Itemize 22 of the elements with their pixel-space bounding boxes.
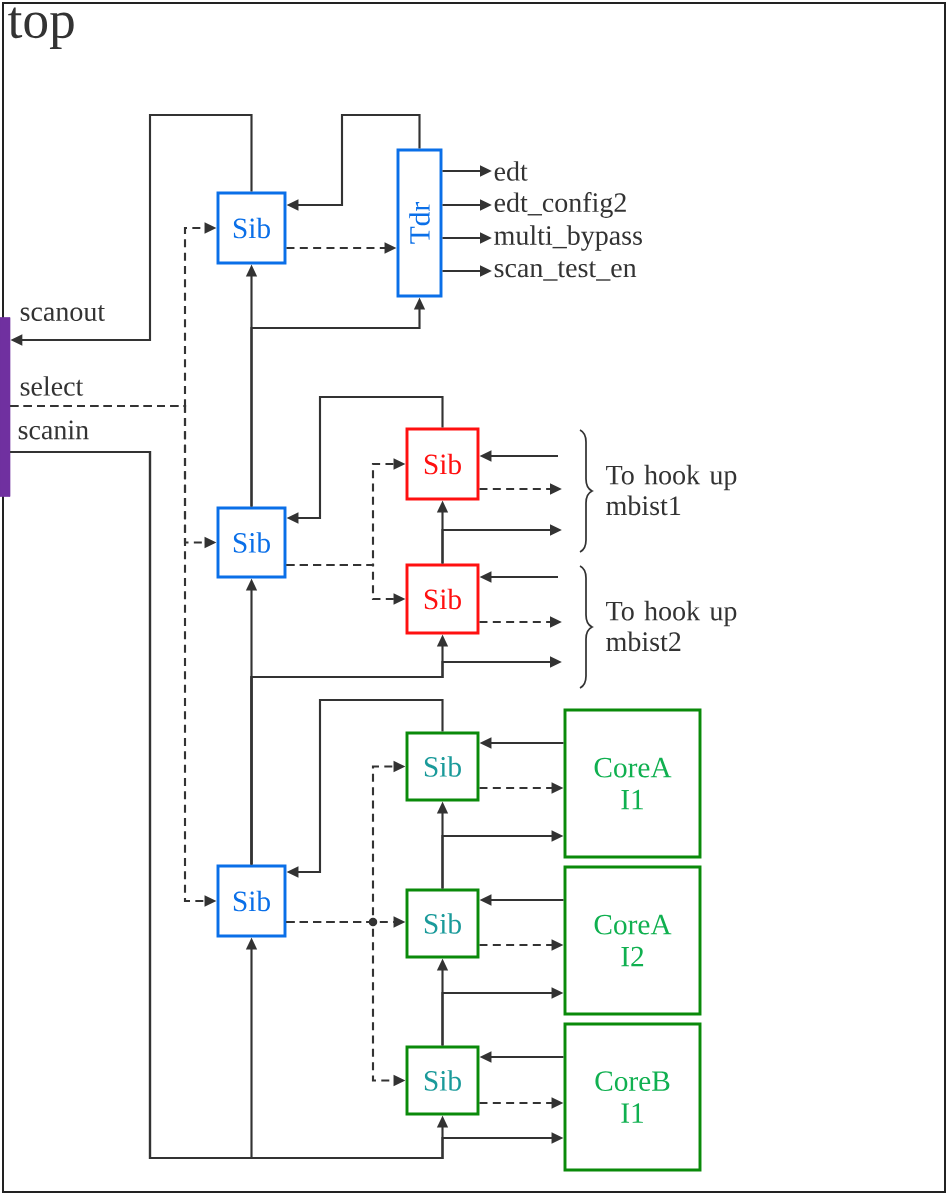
tdr-box: Tdr [396,148,443,298]
signal-name: edt_config2 [494,192,626,218]
port-label: select [20,376,84,396]
sib-box: Sib [405,427,480,501]
port-label: scanin [18,420,89,440]
core-box: CoreA I1 [563,708,702,859]
sib-box: Sib [216,506,287,579]
note-text: To hook up mbist1 [606,464,737,516]
signal-name: multi_bypass [494,225,642,251]
sib-box: Sib [405,1045,480,1116]
sib-box: Sib [405,731,480,802]
core-box: CoreA I2 [563,865,702,1016]
signal-name: edt [494,161,528,181]
note-text: To hook up mbist2 [606,600,737,652]
sib-box: Sib [405,888,480,959]
core-box: CoreB I1 [563,1022,702,1172]
port-label: scanout [20,305,105,321]
sib-box: Sib [405,563,480,635]
sib-box: Sib [216,191,287,265]
sib-box: Sib [216,864,287,938]
signal-name: scan_test_en [494,261,637,281]
port-bar [0,317,11,497]
